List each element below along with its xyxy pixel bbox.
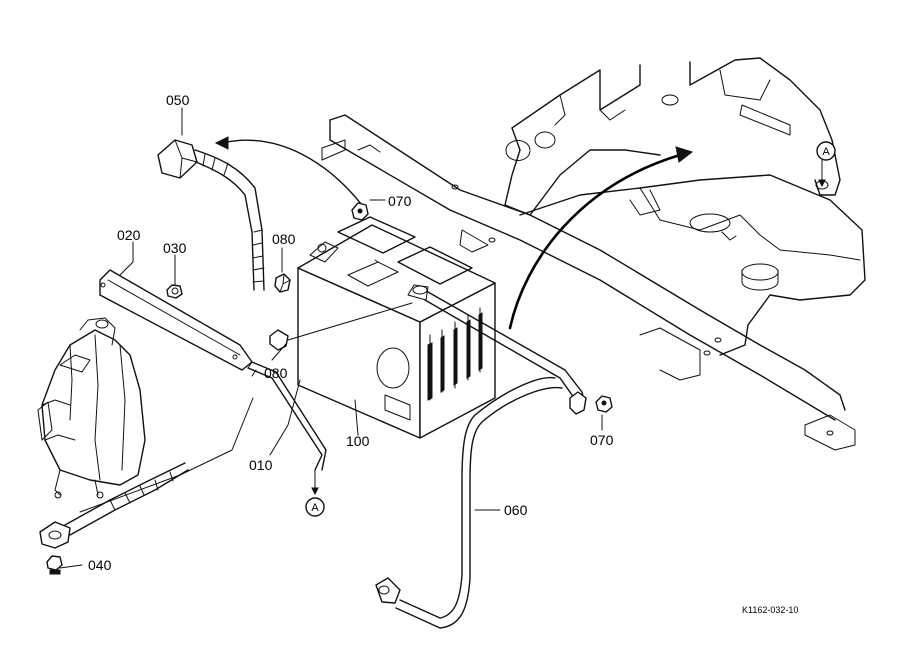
battery[interactable] (297, 216, 496, 439)
nut-070-top[interactable] (351, 202, 369, 221)
cable-050[interactable] (157, 139, 265, 291)
part-label-030: 030 (163, 240, 187, 256)
reference-mark-bottom-left: A (305, 497, 325, 517)
svg-text:A: A (311, 502, 319, 514)
leader-lines (59, 107, 826, 569)
starter-motor (37, 317, 146, 499)
part-label-080-top: 080 (272, 231, 296, 247)
part-label-070-right: 070 (590, 432, 614, 448)
tractor-frame (321, 57, 866, 451)
part-label-060: 060 (504, 502, 528, 518)
part-label-100: 100 (346, 433, 370, 449)
nut-070-right[interactable] (595, 395, 613, 413)
part-label-020: 020 (117, 227, 141, 243)
part-label-040: 040 (88, 557, 112, 573)
nut-030[interactable] (166, 284, 183, 299)
rod-010[interactable] (247, 361, 327, 471)
bolt-080-bottom[interactable] (269, 302, 413, 351)
svg-text:A: A (822, 146, 830, 158)
flow-arrows (214, 136, 694, 330)
reference-mark-top-right: A (816, 141, 836, 161)
part-label-070-top: 070 (388, 193, 412, 209)
part-labels: 050 020 030 080 070 080 100 010 040 060 … (88, 92, 614, 573)
starter-cable (39, 462, 189, 549)
drawing-code: K1162-032-10 (742, 605, 798, 615)
part-label-050: 050 (166, 92, 190, 108)
nut-040[interactable] (46, 555, 63, 575)
part-label-080-bottom: 080 (264, 365, 288, 381)
bolt-080-top[interactable] (274, 273, 291, 293)
part-label-010: 010 (249, 457, 273, 473)
cable-060[interactable] (375, 291, 587, 629)
